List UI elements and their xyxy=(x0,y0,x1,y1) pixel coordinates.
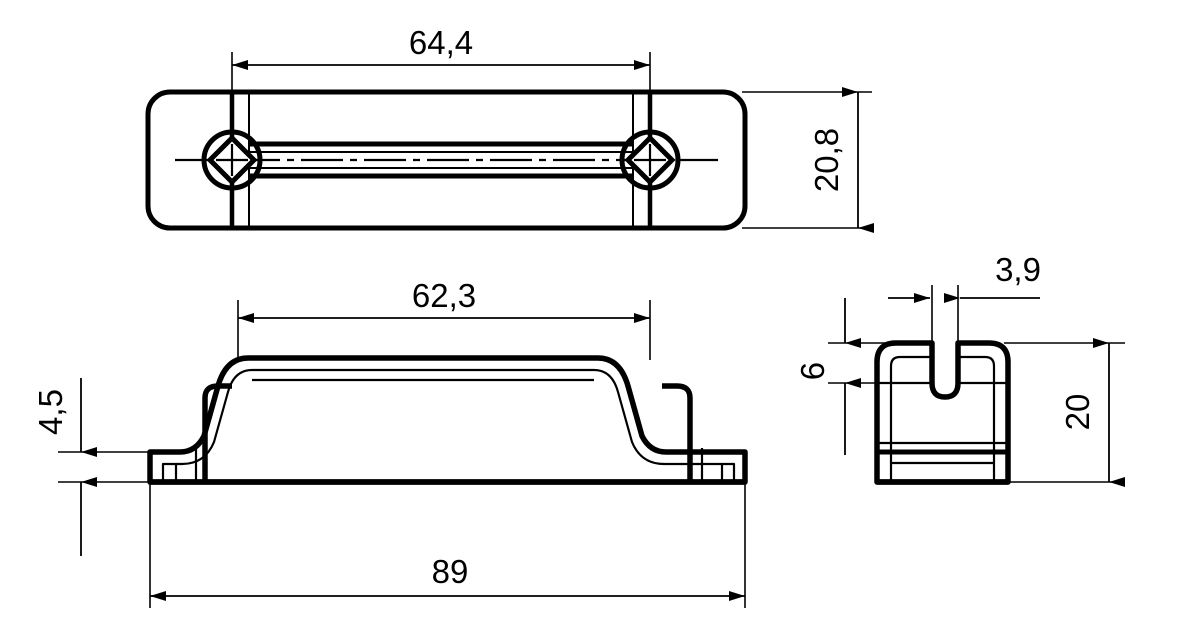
dim-6-text: 6 xyxy=(794,362,831,380)
right-boss-circle-icon xyxy=(619,129,681,191)
dimension-front-overall-width: 89 xyxy=(149,482,746,608)
top-view-left-mounting-boss xyxy=(201,129,263,191)
dimension-side-slot-width: 3,9 xyxy=(888,251,1041,347)
dimension-side-height: 20 xyxy=(1004,338,1125,487)
front-view-left-rib xyxy=(202,383,232,482)
dimension-top-width: 64,4 xyxy=(231,24,651,96)
dim-20-text: 20 xyxy=(1059,394,1096,431)
dimension-top-depth: 20,8 xyxy=(742,87,874,233)
top-view-right-mounting-boss xyxy=(619,129,681,191)
dimension-side-slot-depth: 6 xyxy=(794,298,900,455)
dimension-front-foot-height: 4,5 xyxy=(32,378,165,556)
front-view xyxy=(147,355,748,485)
dim-89-text: 89 xyxy=(432,553,469,590)
top-view-outer-plate xyxy=(145,89,748,231)
dim-644-text: 64,4 xyxy=(409,24,473,61)
top-view xyxy=(145,89,748,231)
dim-45-text: 4,5 xyxy=(32,389,69,435)
side-view-inner-wall-left xyxy=(889,355,932,482)
dim-39-text: 3,9 xyxy=(995,251,1041,288)
side-view xyxy=(874,340,1011,485)
left-boss-circle-icon xyxy=(201,129,263,191)
dim-208-text: 20,8 xyxy=(808,128,845,192)
side-view-inner-wall-right xyxy=(958,355,996,482)
dim-623-text: 62,3 xyxy=(412,277,476,314)
front-view-outer-profile xyxy=(147,355,748,485)
dimension-front-inner-width: 62,3 xyxy=(237,277,651,360)
side-view-outer-profile xyxy=(874,340,1011,485)
front-view-right-rib xyxy=(662,383,693,482)
